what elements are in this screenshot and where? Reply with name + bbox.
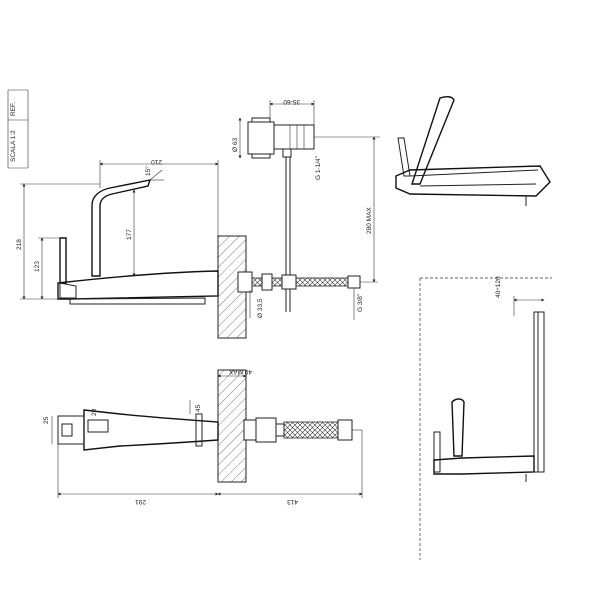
- braided-hose-elevation: Ø 33,5 G 3/8": [237, 271, 378, 320]
- side-elevation-view: 210 15° 218 123 177: [16, 158, 247, 339]
- range-handle: [451, 398, 465, 457]
- title-block: SCALA 1:2 REF.: [7, 89, 29, 169]
- flange: [247, 121, 275, 155]
- dim-connector: G 3/8": [357, 293, 364, 312]
- dim-pipe-diameter: Ø 33,5: [257, 298, 264, 318]
- ref-label: REF.: [10, 102, 17, 116]
- dim-thread-main: G 1-1/4": [315, 155, 322, 180]
- plan-view: 25 20 45 40 MAX 291 413: [43, 368, 363, 505]
- dim-reach: 291: [135, 498, 146, 505]
- perspective-spout: [395, 165, 551, 197]
- tall-handle: [91, 179, 152, 277]
- dim-flange-diameter: Ø 63: [232, 138, 239, 152]
- dim-plan-lever: 20: [91, 408, 98, 416]
- range-spout: [433, 455, 535, 475]
- dim-wall-range: 35-60: [283, 98, 300, 105]
- lever-handle: [59, 237, 67, 284]
- dim-pipe-length: 280 MAX: [366, 207, 373, 234]
- wall-box-side-view: 35-60 Ø 63 G 1-1/4" 280 MAX: [232, 98, 380, 312]
- dim-side-range: 40÷120: [495, 276, 502, 298]
- cartridge-body: [273, 124, 315, 150]
- perspective-handle: [411, 95, 455, 185]
- dim-plan-width: 25: [43, 416, 50, 424]
- scale-label: SCALA 1:2: [10, 130, 17, 162]
- dim-angle: 15°: [144, 166, 152, 176]
- plan-spout: [83, 409, 219, 451]
- dim-total-height: 218: [16, 239, 23, 250]
- dim-wall-max: 40 MAX: [228, 368, 252, 375]
- range-side-view: 40÷120: [419, 276, 552, 560]
- dim-depth: 413: [287, 498, 298, 505]
- dim-top-width: 210: [151, 158, 162, 165]
- dim-spout-height: 177: [126, 229, 133, 240]
- spout-body: [57, 270, 219, 300]
- perspective-view: [395, 95, 551, 206]
- dim-lever-height: 123: [34, 261, 41, 272]
- plan-wall-section: [217, 369, 247, 483]
- dim-plan-offset: 45: [195, 404, 202, 412]
